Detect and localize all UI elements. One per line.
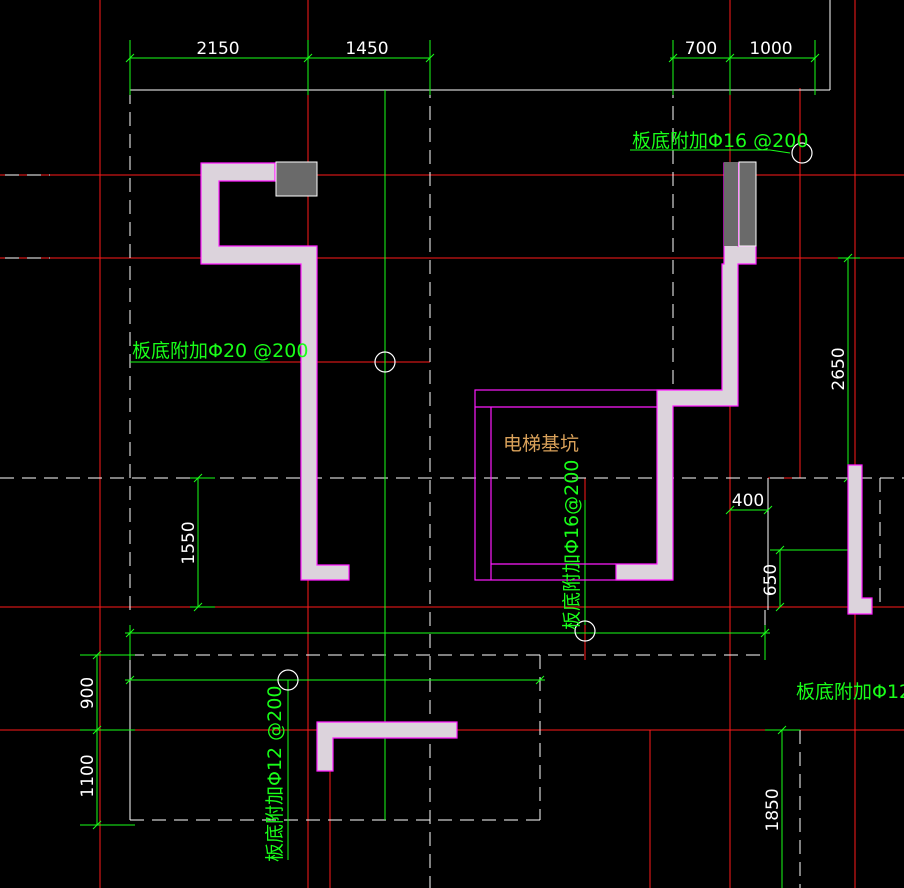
marker-circle xyxy=(277,669,299,691)
rebar-label-bottom-right: 板底附加Φ12 @2 xyxy=(796,681,904,703)
dim-text-2150: 2150 xyxy=(196,39,239,59)
rebar-label-pit: 板底附加Φ16@200 xyxy=(561,460,583,630)
wall-bottom xyxy=(316,721,458,772)
rebar-label-left: 板底附加Φ20 @200 xyxy=(132,340,308,362)
marker-circle xyxy=(574,620,596,642)
dim-text-1850: 1850 xyxy=(763,788,783,831)
dim-text-1000: 1000 xyxy=(749,39,792,59)
openings xyxy=(275,161,757,247)
rebar-label-bottom: 板底附加Φ12 @200 xyxy=(264,686,286,862)
dimension-lines xyxy=(80,40,860,888)
elevator-pit-label: 电梯基坑 xyxy=(503,433,579,455)
dim-text-2650: 2650 xyxy=(829,347,849,390)
dim-text-700: 700 xyxy=(685,39,717,59)
opening-left xyxy=(275,161,318,197)
dim-text-400: 400 xyxy=(732,491,764,511)
marker-circle xyxy=(374,351,396,373)
wall-right-edge xyxy=(847,464,873,615)
marker-circle xyxy=(791,142,813,164)
opening-right-inner xyxy=(724,162,738,246)
rebar-labels: 板底附加Φ16 @200 板底附加Φ20 @200 板底附加Φ16@200 板底… xyxy=(132,130,904,862)
dim-text-1550: 1550 xyxy=(179,521,199,564)
dim-text-1450: 1450 xyxy=(345,39,388,59)
wall-left-core xyxy=(200,162,350,581)
rebar-label-top-right: 板底附加Φ16 @200 xyxy=(632,130,808,152)
dim-text-1100: 1100 xyxy=(78,754,98,797)
dim-text-650: 650 xyxy=(761,564,781,596)
opening-right xyxy=(738,161,757,247)
dimension-texts: 2150 1450 700 1000 2650 1550 400 650 900… xyxy=(78,39,849,832)
circle-markers xyxy=(277,142,813,691)
dim-text-900: 900 xyxy=(78,677,98,709)
